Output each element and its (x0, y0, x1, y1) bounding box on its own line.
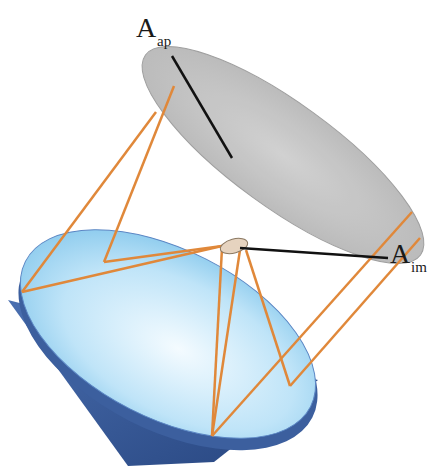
label-letter: A (136, 14, 156, 42)
label-subscript: ap (157, 34, 171, 49)
label-letter: A (390, 240, 410, 268)
leader-line (172, 56, 232, 158)
dish-face (0, 187, 349, 470)
label-subscript: im (411, 260, 427, 275)
feed-image-area (219, 236, 250, 257)
leader-line (240, 248, 388, 258)
